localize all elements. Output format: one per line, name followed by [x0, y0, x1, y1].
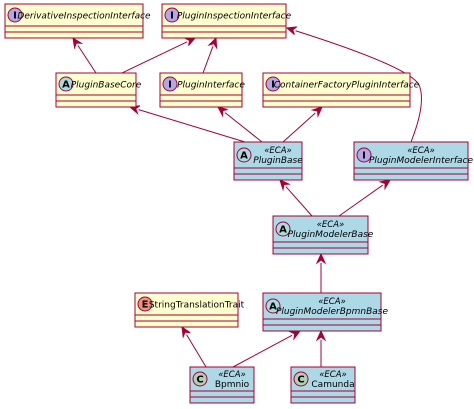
arrow-head-icon — [279, 179, 291, 192]
class-name-label: DerivativeInspectionInterface — [17, 11, 151, 21]
class-name-label: PluginBaseCore — [71, 80, 142, 90]
class-name-label: PluginInterface — [177, 80, 245, 90]
class-node-PluginModelerBpmnBase[interactable]: A «ECA»PluginModelerBpmnBase — [262, 292, 389, 332]
class-node-PluginModelerInterface[interactable]: I «ECA»PluginModelerInterface — [353, 141, 474, 181]
badge-letter: C — [297, 375, 304, 386]
edge-line — [282, 112, 316, 143]
enum-badge-icon — [137, 296, 153, 312]
stereotype-label: «ECA» — [319, 370, 347, 380]
badge-letter: A — [269, 302, 277, 313]
arrow-head-icon — [181, 325, 191, 339]
edge-PluginBase-to-ContainerFactoryPluginInterface — [282, 106, 323, 143]
badge-letter: I — [168, 80, 172, 91]
arrow-head-icon — [207, 36, 218, 50]
edge-PluginBaseCore-to-PluginInspectionInterface — [121, 37, 197, 74]
class-node-Camunda[interactable]: C «ECA»Camunda — [290, 366, 356, 404]
class-node-PluginBase[interactable]: A «ECA»PluginBase — [233, 141, 303, 181]
class-node-PluginInterface[interactable]: I PluginInterface — [159, 72, 245, 108]
class-name-label: ContainerFactoryPluginInterface — [274, 80, 420, 90]
class-badge-icon — [293, 371, 309, 387]
edge-PluginModelerInterface-to-PluginInspectionInterface — [285, 26, 422, 143]
abstract-badge-icon — [236, 147, 252, 163]
interface-badge-icon — [162, 76, 178, 92]
abstract-badge-icon — [58, 76, 74, 92]
stereotype-label: «ECA» — [264, 146, 292, 156]
arrow-head-icon — [315, 252, 327, 265]
interface-badge-icon — [265, 76, 281, 92]
badge-letter: E — [142, 300, 149, 311]
class-name-label: PluginBase — [253, 156, 303, 166]
arrow-head-icon — [72, 36, 84, 50]
edge-line — [232, 334, 293, 368]
edge-Camunda-to-PluginModelerBpmnBase — [315, 329, 327, 367]
edge-line — [121, 41, 188, 74]
badge-letter: I — [362, 151, 366, 162]
class-name-label: StringTranslationTrait — [149, 300, 245, 310]
stereotype-label: «ECA» — [407, 146, 435, 156]
class-name-label: PluginModelerBpmnBase — [276, 307, 389, 317]
badge-letter: I — [170, 11, 174, 22]
arrow-head-icon — [128, 105, 141, 116]
class-node-PluginModelerBase[interactable]: A «ECA»PluginModelerBase — [272, 215, 374, 255]
edge-line — [295, 30, 422, 143]
edge-line — [285, 186, 313, 217]
edge-Bpmnio-to-PluginModelerBpmnBase — [232, 330, 302, 368]
abstract-badge-icon — [275, 221, 291, 237]
stereotype-label: «ECA» — [318, 297, 346, 307]
edge-line — [202, 46, 214, 74]
class-badge-icon — [192, 371, 208, 387]
arrow-head-icon — [315, 329, 327, 342]
arrow-head-icon — [285, 26, 298, 35]
interface-badge-icon — [7, 7, 23, 23]
class-name-label: PluginModelerBase — [288, 230, 374, 240]
abstract-badge-icon — [265, 298, 281, 314]
edge-line — [224, 112, 263, 143]
badge-letter: C — [196, 375, 203, 386]
edge-PluginModelerBase-to-PluginBase — [279, 179, 313, 217]
stereotype-label: «ECA» — [218, 370, 246, 380]
edge-PluginInterface-to-PluginInspectionInterface — [202, 36, 218, 74]
badge-letter: I — [13, 11, 17, 22]
class-name-label: Camunda — [311, 380, 354, 390]
edge-PluginModelerBase-to-PluginModelerInterface — [338, 179, 391, 217]
edges-layer — [72, 26, 422, 368]
edge-PluginModelerBpmnBase-to-PluginModelerBase — [315, 252, 327, 293]
edge-PluginBase-to-PluginBaseCore — [128, 105, 246, 143]
edge-PluginBaseCore-to-DerivativeInspectionInterface — [72, 36, 97, 74]
badge-letter: A — [240, 151, 248, 162]
interface-badge-icon — [356, 147, 372, 163]
badge-letter: I — [271, 80, 275, 91]
stereotype-label: «ECA» — [317, 220, 345, 230]
edge-line — [338, 184, 383, 217]
edge-PluginBase-to-PluginInterface — [217, 106, 263, 143]
arrow-head-icon — [378, 179, 391, 191]
arrow-head-icon — [217, 106, 228, 118]
class-name-label: PluginModelerInterface — [369, 156, 474, 166]
class-name-label: PluginInspectionInterface — [177, 11, 292, 21]
class-node-Bpmnio[interactable]: C «ECA»Bpmnio — [189, 366, 255, 404]
edge-line — [77, 45, 97, 74]
arrow-head-icon — [288, 330, 302, 341]
class-name-label: Bpmnio — [215, 380, 250, 390]
arrow-head-icon — [310, 106, 323, 118]
edge-Bpmnio-to-StringTranslationTrait — [181, 325, 207, 368]
badge-letter: A — [279, 225, 287, 236]
edge-line — [138, 109, 246, 143]
badge-letter: A — [62, 80, 70, 91]
edge-line — [186, 334, 207, 368]
interface-badge-icon — [164, 7, 180, 23]
